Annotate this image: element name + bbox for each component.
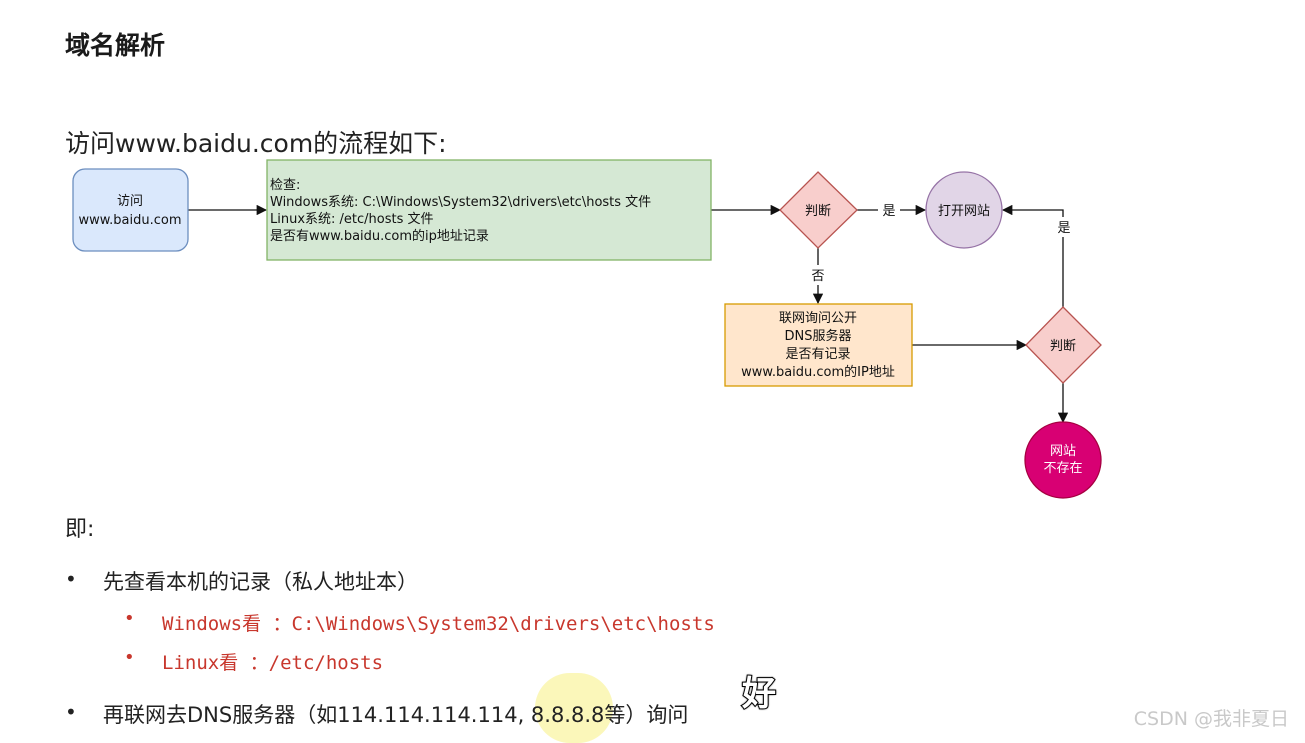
node-ask-dns-line4: www.baidu.com的IP地址 — [741, 364, 895, 380]
node-decision-1-label: 判断 — [805, 204, 831, 219]
edge-label-yes-2: 是 — [1057, 221, 1070, 236]
node-visit-line2: www.baidu.com — [78, 213, 181, 228]
node-check-hosts — [266, 159, 712, 261]
subbullet-dot: • — [124, 647, 135, 668]
bullet-dns-query: • 再联网去DNS服务器（如114.114.114.114, 8.8.8.8等）… — [65, 699, 689, 729]
node-check-line2: Windows系统: C:\Windows\System32\drivers\e… — [270, 195, 651, 210]
csdn-watermark: CSDN @我非夏日 — [1133, 708, 1289, 730]
bullet-dot: • — [65, 700, 77, 724]
node-check-line3: Linux系统: /etc/hosts 文件 — [270, 212, 434, 227]
subbullet-dot: • — [124, 608, 135, 629]
node-ask-dns — [724, 303, 913, 387]
subbullet-linux: • Linux看 ：/etc/hosts — [124, 647, 384, 675]
flowchart: 是 否 是 访问 www.baidu.com 检查: Windows系统: C:… — [72, 159, 1102, 499]
node-check-line1: 检查: — [270, 178, 300, 193]
node-decision-1 — [779, 171, 858, 249]
summary-label: 即: — [65, 517, 95, 542]
bullet-local-records: • 先查看本机的记录（私人地址本） — [65, 566, 418, 596]
edge-decision2-open — [1001, 204, 1064, 307]
page-title: 域名解析 — [65, 31, 166, 60]
video-subtitle: 好 — [741, 673, 777, 715]
edge-label-yes-1: 是 — [882, 204, 895, 219]
bullet-local-records-text: 先查看本机的记录（私人地址本） — [103, 570, 418, 594]
subbullet-windows: • Windows看 ：C:\Windows\System32\drivers\… — [124, 608, 715, 636]
edge-label-no: 否 — [811, 269, 824, 284]
node-open-site-label: 打开网站 — [938, 204, 990, 219]
node-open-site — [925, 171, 1003, 249]
node-decision-2 — [1025, 306, 1102, 384]
node-site-not-exist — [1024, 421, 1102, 499]
node-visit — [72, 168, 189, 252]
node-site-not-exist-line1: 网站 — [1050, 444, 1076, 459]
node-visit-line1: 访问 — [117, 194, 143, 209]
node-ask-dns-line1: 联网询问公开 — [779, 311, 857, 326]
flow-intro: 访问www.baidu.com的流程如下: — [65, 129, 447, 158]
subbullet-windows-text: Windows看 ：C:\Windows\System32\drivers\et… — [162, 613, 715, 635]
node-decision-2-label: 判断 — [1050, 339, 1076, 354]
node-ask-dns-line2: DNS服务器 — [785, 328, 852, 344]
cursor-highlight — [535, 673, 613, 743]
node-check-line4: 是否有www.baidu.com的ip地址记录 — [270, 228, 489, 244]
node-site-not-exist-line2: 不存在 — [1043, 461, 1082, 476]
bullet-dot: • — [65, 567, 77, 591]
bullet-dns-query-text: 再联网去DNS服务器（如114.114.114.114, 8.8.8.8等）询问 — [103, 703, 689, 727]
subbullet-linux-text: Linux看 ：/etc/hosts — [162, 652, 384, 674]
node-ask-dns-line3: 是否有记录 — [785, 347, 850, 362]
